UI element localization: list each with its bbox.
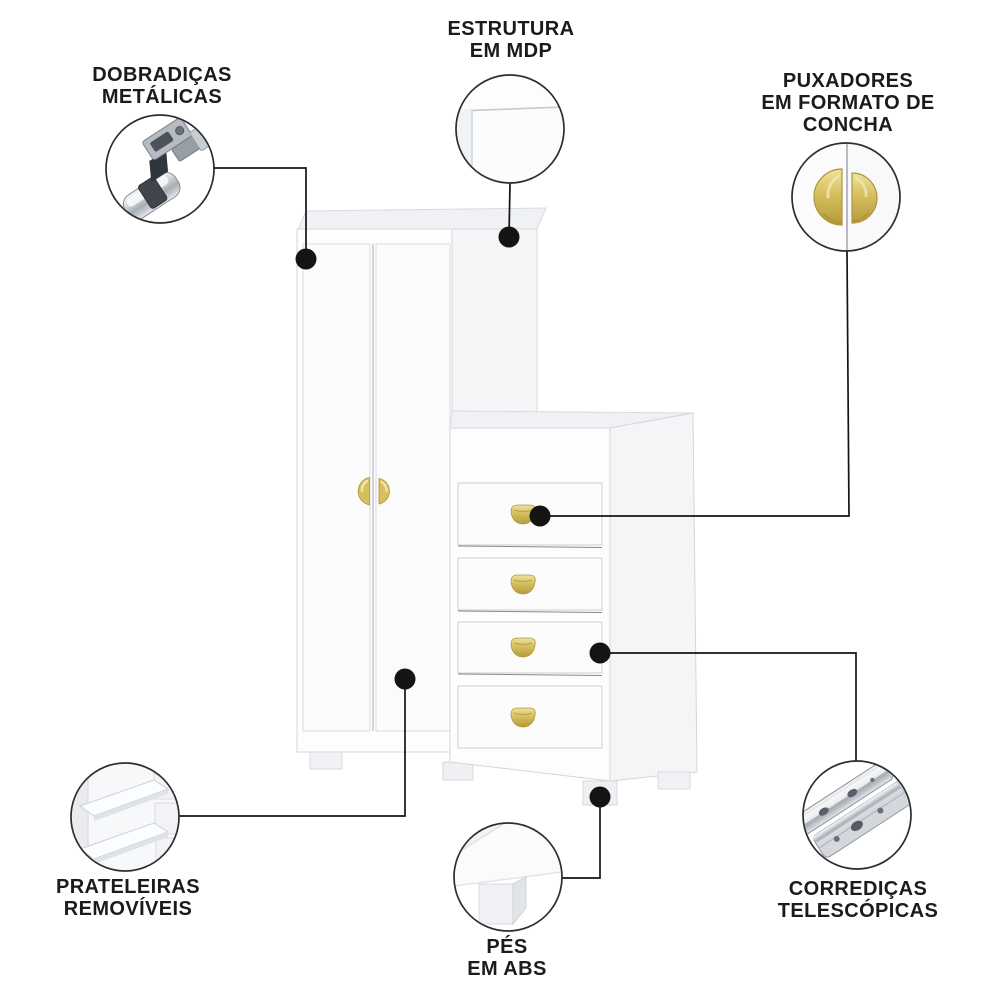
door-handle-right [378, 478, 390, 505]
furniture-illustration [296, 207, 698, 806]
connector-prateleiras [179, 679, 406, 817]
label-estrutura: ESTRUTURA EM MDP [448, 18, 575, 62]
label-prateleiras-line-1: PRATELEIRAS [55, 876, 201, 898]
label-puxadores-line-1: PUXADORES [782, 70, 914, 92]
label-puxadores-line-2: EM FORMATO DE [761, 92, 935, 114]
callout-circle-pes [453, 822, 563, 932]
panel-corner-icon [457, 76, 563, 182]
label-pes: PÉS EM ABS [467, 936, 546, 980]
connector-corredicas [600, 652, 857, 761]
label-estrutura-line-2: EM MDP [469, 40, 553, 62]
label-corredicas-line-2: TELESCÓPICAS [777, 900, 939, 922]
dresser-foot-right [657, 771, 691, 790]
callout-dot-corredicas [589, 642, 611, 664]
drawer-gap-line-1 [457, 545, 603, 548]
shelves-icon [72, 764, 178, 870]
callout-dot-pes [589, 786, 611, 808]
label-prateleiras-line-2: REMOVÍVEIS [63, 898, 193, 920]
label-estrutura-line-1: ESTRUTURA [447, 18, 575, 40]
callout-circle-estrutura [455, 74, 565, 184]
hinge-icon [107, 116, 213, 222]
connector-puxadores [540, 250, 850, 517]
drawer-gap-line-2 [457, 610, 603, 613]
callout-circle-puxadores [791, 142, 901, 252]
label-corredicas: CORREDIÇAS TELESCÓPICAS [778, 878, 938, 922]
callout-connectors [179, 167, 857, 879]
callout-circles [70, 74, 912, 932]
cabinet-back-panel [451, 228, 538, 413]
door-handle-left-highlight [360, 479, 369, 493]
label-puxadores: PUXADORES EM FORMATO DE CONCHA [761, 70, 934, 136]
door-handle-left [357, 477, 370, 506]
callout-circle-corredicas [802, 760, 912, 870]
callout-circle-prateleiras [70, 762, 180, 872]
dresser-side-panel [609, 412, 698, 782]
label-corredicas-line-1: CORREDIÇAS [788, 878, 928, 900]
label-dobradicas-line-1: DOBRADIÇAS [92, 64, 232, 86]
label-prateleiras: PRATELEIRAS REMOVÍVEIS [56, 876, 200, 920]
label-pes-line-2: EM ABS [467, 958, 547, 980]
connector-pes [562, 797, 601, 879]
drawer-handle-3 [510, 637, 536, 658]
callout-dot-prateleiras [394, 668, 416, 690]
callout-dot-puxadores [529, 505, 551, 527]
drawer-handle-4 [510, 707, 536, 728]
connector-dobradicas [214, 167, 307, 259]
wardrobe-foot-left [309, 751, 343, 770]
telescopic-slides-icon [804, 762, 910, 868]
label-puxadores-line-3: CONCHA [802, 114, 894, 136]
label-pes-line-1: PÉS [486, 936, 528, 958]
callout-dots [295, 226, 611, 808]
label-dobradicas-line-2: METÁLICAS [101, 86, 223, 108]
drawer-handle-2 [510, 574, 536, 595]
callout-dot-estrutura [498, 226, 520, 248]
callout-circle-dobradicas [105, 114, 215, 224]
label-dobradicas: DOBRADIÇAS METÁLICAS [92, 64, 232, 108]
door-handle-right-highlight [380, 480, 388, 493]
callout-dot-dobradicas [295, 248, 317, 270]
drawer-gap-line-3 [457, 673, 603, 676]
